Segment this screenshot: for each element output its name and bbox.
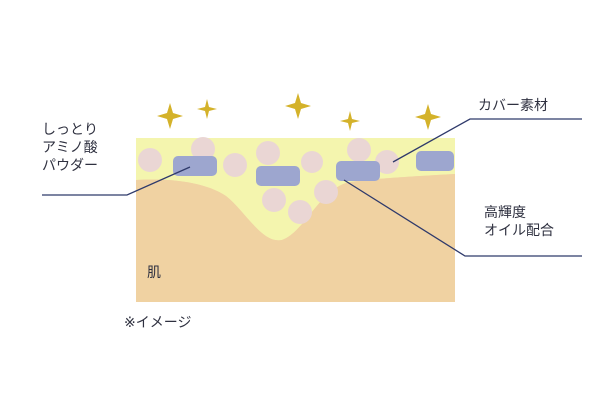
sparkle-icon: [197, 99, 217, 119]
oil-label-line2: オイル配合: [484, 223, 554, 239]
amino-powder-label: しっとり アミノ酸 パウダー: [42, 121, 98, 175]
oil-label: 高輝度 オイル配合: [484, 204, 554, 240]
sparkle-icon: [285, 93, 311, 119]
powder-particle: [262, 188, 286, 212]
cover-leader-line: [392, 118, 582, 163]
sparkles: [157, 93, 441, 131]
sparkle-icon: [157, 103, 183, 129]
powder-particle: [138, 148, 162, 172]
leader-lines: [42, 118, 582, 257]
amino-powder-particles: [138, 137, 399, 224]
cover-piece: [336, 161, 380, 181]
powder-particle: [314, 180, 338, 204]
powder-particle: [191, 137, 215, 161]
powder-particle: [347, 138, 371, 162]
sparkle-icon: [340, 111, 360, 131]
skin-label: 肌: [147, 265, 161, 281]
amino-leader-line: [42, 166, 191, 196]
cover-piece: [416, 151, 454, 171]
powder-particle: [223, 153, 247, 177]
cover-material-label: カバー素材: [478, 98, 548, 114]
sparkle-icon: [415, 104, 441, 130]
cover-piece: [173, 156, 217, 176]
powder-particle: [375, 150, 399, 174]
amino-label-line3: パウダー: [42, 158, 98, 174]
image-note: ※イメージ: [124, 315, 192, 331]
amino-label-line2: アミノ酸: [42, 140, 98, 156]
oil-leader-line: [343, 179, 582, 257]
cover-piece: [256, 166, 300, 186]
cover-material-pieces: [173, 151, 454, 186]
powder-particle: [288, 200, 312, 224]
powder-particle: [301, 151, 323, 173]
amino-label-line1: しっとり: [42, 122, 98, 138]
oil-label-line1: 高輝度: [484, 205, 526, 221]
skin-surface: [136, 174, 455, 302]
powder-particle: [256, 141, 280, 165]
